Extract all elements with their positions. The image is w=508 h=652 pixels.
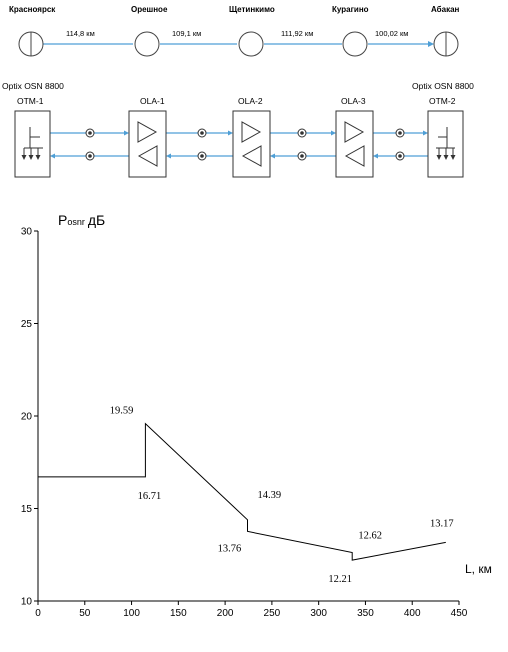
route-diagram: Красноярск Орешное Щетинкимо Курагино Аб… <box>9 5 460 57</box>
y-axis-ticks: 10 15 20 25 30 <box>21 227 38 608</box>
city-node-kuragino <box>342 31 368 57</box>
connector-icon <box>197 151 207 161</box>
otm2-label: OTM-2 <box>429 96 456 106</box>
y-axis-label-unit: дБ <box>88 212 105 228</box>
connector-icon <box>85 151 95 161</box>
ola3-label: OLA-3 <box>341 96 366 106</box>
data-label: 14.39 <box>257 490 281 501</box>
x-tick-label: 450 <box>451 608 468 619</box>
city-label-shchetinkino: Щетинкимо <box>229 5 275 14</box>
city-label-abakan: Абакан <box>431 5 460 14</box>
data-label: 13.17 <box>430 518 454 529</box>
distance-label-4: 100,02 км <box>375 29 408 38</box>
x-axis-label: L, км <box>465 562 492 576</box>
y-tick-label: 10 <box>21 597 33 608</box>
connector-icon <box>297 128 307 138</box>
data-label: 12.62 <box>358 531 382 542</box>
connector-icon <box>297 151 307 161</box>
ola2-label: OLA-2 <box>238 96 263 106</box>
x-tick-label: 250 <box>264 608 281 619</box>
x-axis-ticks: 0 50 100 150 200 250 300 350 400 450 <box>35 601 468 619</box>
y-tick-label: 25 <box>21 319 33 330</box>
equipment-diagram: Optix OSN 8800 Optix OSN 8800 OTM-1 OTM-… <box>2 81 474 178</box>
connector-icon <box>395 128 405 138</box>
otm2-terminal <box>427 110 464 178</box>
x-tick-label: 100 <box>123 608 140 619</box>
right-model-label: Optix OSN 8800 <box>412 81 474 91</box>
x-tick-label: 400 <box>404 608 421 619</box>
otm1-terminal <box>14 110 51 178</box>
city-label-oreshnoe: Орешное <box>131 5 168 14</box>
route-arrow-head <box>428 41 434 47</box>
x-tick-label: 200 <box>217 608 234 619</box>
ola3-amplifier <box>335 110 374 178</box>
city-label-kuragino: Курагино <box>332 5 369 14</box>
left-model-label: Optix OSN 8800 <box>2 81 64 91</box>
ola2-amplifier <box>232 110 271 178</box>
data-label: 13.76 <box>218 543 242 554</box>
city-node-krasnoyarsk <box>18 31 44 57</box>
distance-label-1: 114,8 км <box>66 29 95 38</box>
data-labels: 19.59 16.71 14.39 13.76 12.62 12.21 13.17 <box>110 406 454 586</box>
fiber-connectors <box>85 128 405 161</box>
city-node-abakan <box>433 31 459 57</box>
x-tick-label: 150 <box>170 608 187 619</box>
data-label: 16.71 <box>138 491 162 502</box>
ola1-amplifier <box>128 110 167 178</box>
x-tick-label: 300 <box>310 608 327 619</box>
y-tick-label: 30 <box>21 227 33 238</box>
y-tick-label: 15 <box>21 504 33 515</box>
data-label: 19.59 <box>110 406 134 417</box>
connector-icon <box>395 151 405 161</box>
city-label-krasnoyarsk: Красноярск <box>9 5 56 14</box>
city-node-shchetinkino <box>238 31 264 57</box>
x-tick-label: 350 <box>357 608 374 619</box>
ola1-label: OLA-1 <box>140 96 165 106</box>
distance-label-2: 109,1 км <box>172 29 201 38</box>
y-tick-label: 20 <box>21 412 33 423</box>
x-tick-label: 50 <box>79 608 91 619</box>
otm1-label: OTM-1 <box>17 96 44 106</box>
connector-icon <box>197 128 207 138</box>
y-axis-label-sub: osnr <box>67 217 85 227</box>
osnr-series-line <box>38 422 446 561</box>
distance-label-3: 111,92 км <box>281 29 313 38</box>
x-tick-label: 0 <box>35 608 41 619</box>
data-label: 12.21 <box>328 574 352 585</box>
connector-icon <box>85 128 95 138</box>
city-node-oreshnoe <box>134 31 160 57</box>
y-axis-label-main: P <box>58 212 67 228</box>
